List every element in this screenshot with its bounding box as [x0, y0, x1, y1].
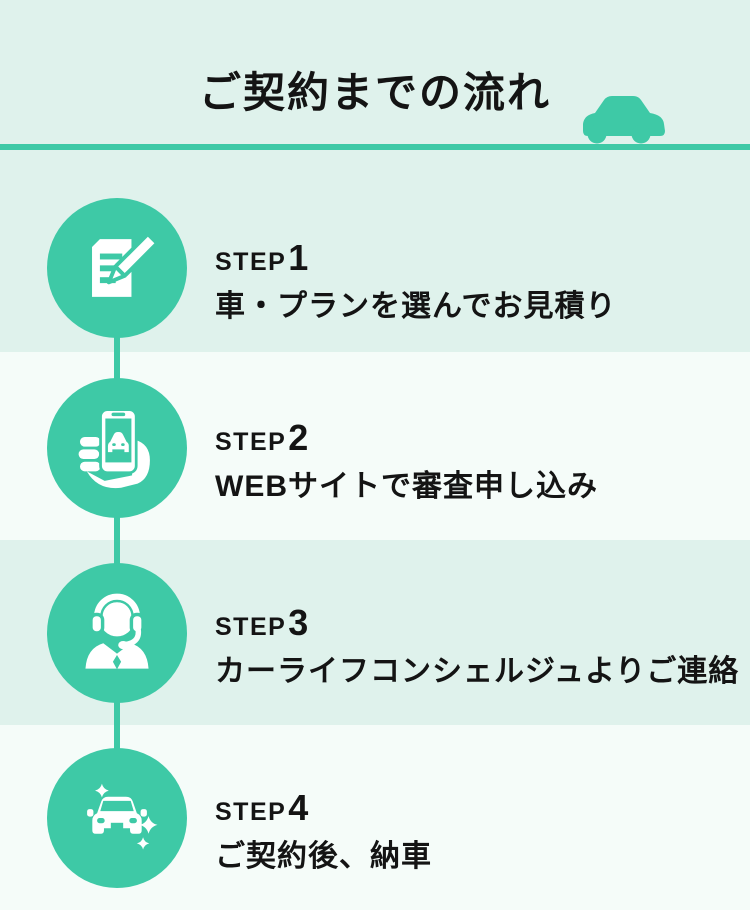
step-number: 2 [288, 417, 309, 458]
step-1-description: 車・プランを選んでお見積り [215, 289, 617, 323]
step-number: 4 [288, 787, 309, 828]
step-3-label: STEP 3 [215, 603, 739, 643]
step-row-1: STEP 1 車・プランを選んでお見積り [0, 150, 750, 352]
step-2-icon-circle [47, 378, 187, 518]
car-side-icon [583, 96, 665, 144]
step-row-3: STEP 3 カーライフコンシェルジュよりご連絡 [0, 540, 750, 725]
step-row-4: STEP 4 ご契約後、納車 [0, 725, 750, 910]
step-2-description: WEBサイトで審査申し込み [215, 469, 598, 503]
car-delivery-sparkle-icon [87, 783, 158, 850]
step-4-texts: STEP 4 ご契約後、納車 [215, 788, 432, 876]
step-4-icon-circle [47, 748, 187, 888]
step-word: STEP [215, 613, 287, 641]
header: ご契約までの流れ [0, 0, 750, 150]
step-3-description: カーライフコンシェルジュよりご連絡 [215, 654, 740, 688]
step-connector-line [114, 270, 120, 818]
step-2-label: STEP 2 [215, 418, 598, 458]
step-4-label: STEP 4 [215, 788, 432, 828]
page-title: ご契約までの流れ [198, 68, 551, 116]
step-1-label: STEP 1 [215, 238, 617, 278]
step-word: STEP [215, 248, 287, 276]
step-4-description: ご契約後、納車 [215, 839, 432, 873]
step-1-texts: STEP 1 車・プランを選んでお見積り [215, 238, 617, 326]
smartphone-hand-icon [78, 408, 150, 489]
step-word: STEP [215, 798, 287, 826]
step-2-texts: STEP 2 WEBサイトで審査申し込み [215, 418, 598, 506]
step-number: 1 [288, 237, 309, 278]
step-word: STEP [215, 428, 287, 456]
document-pencil-icon [92, 232, 159, 297]
step-1-icon-circle [47, 198, 187, 338]
step-3-texts: STEP 3 カーライフコンシェルジュよりご連絡 [215, 603, 739, 691]
operator-headset-icon [85, 591, 149, 670]
step-row-2: STEP 2 WEBサイトで審査申し込み [0, 352, 750, 540]
step-number: 3 [288, 602, 309, 643]
step-3-icon-circle [47, 563, 187, 703]
